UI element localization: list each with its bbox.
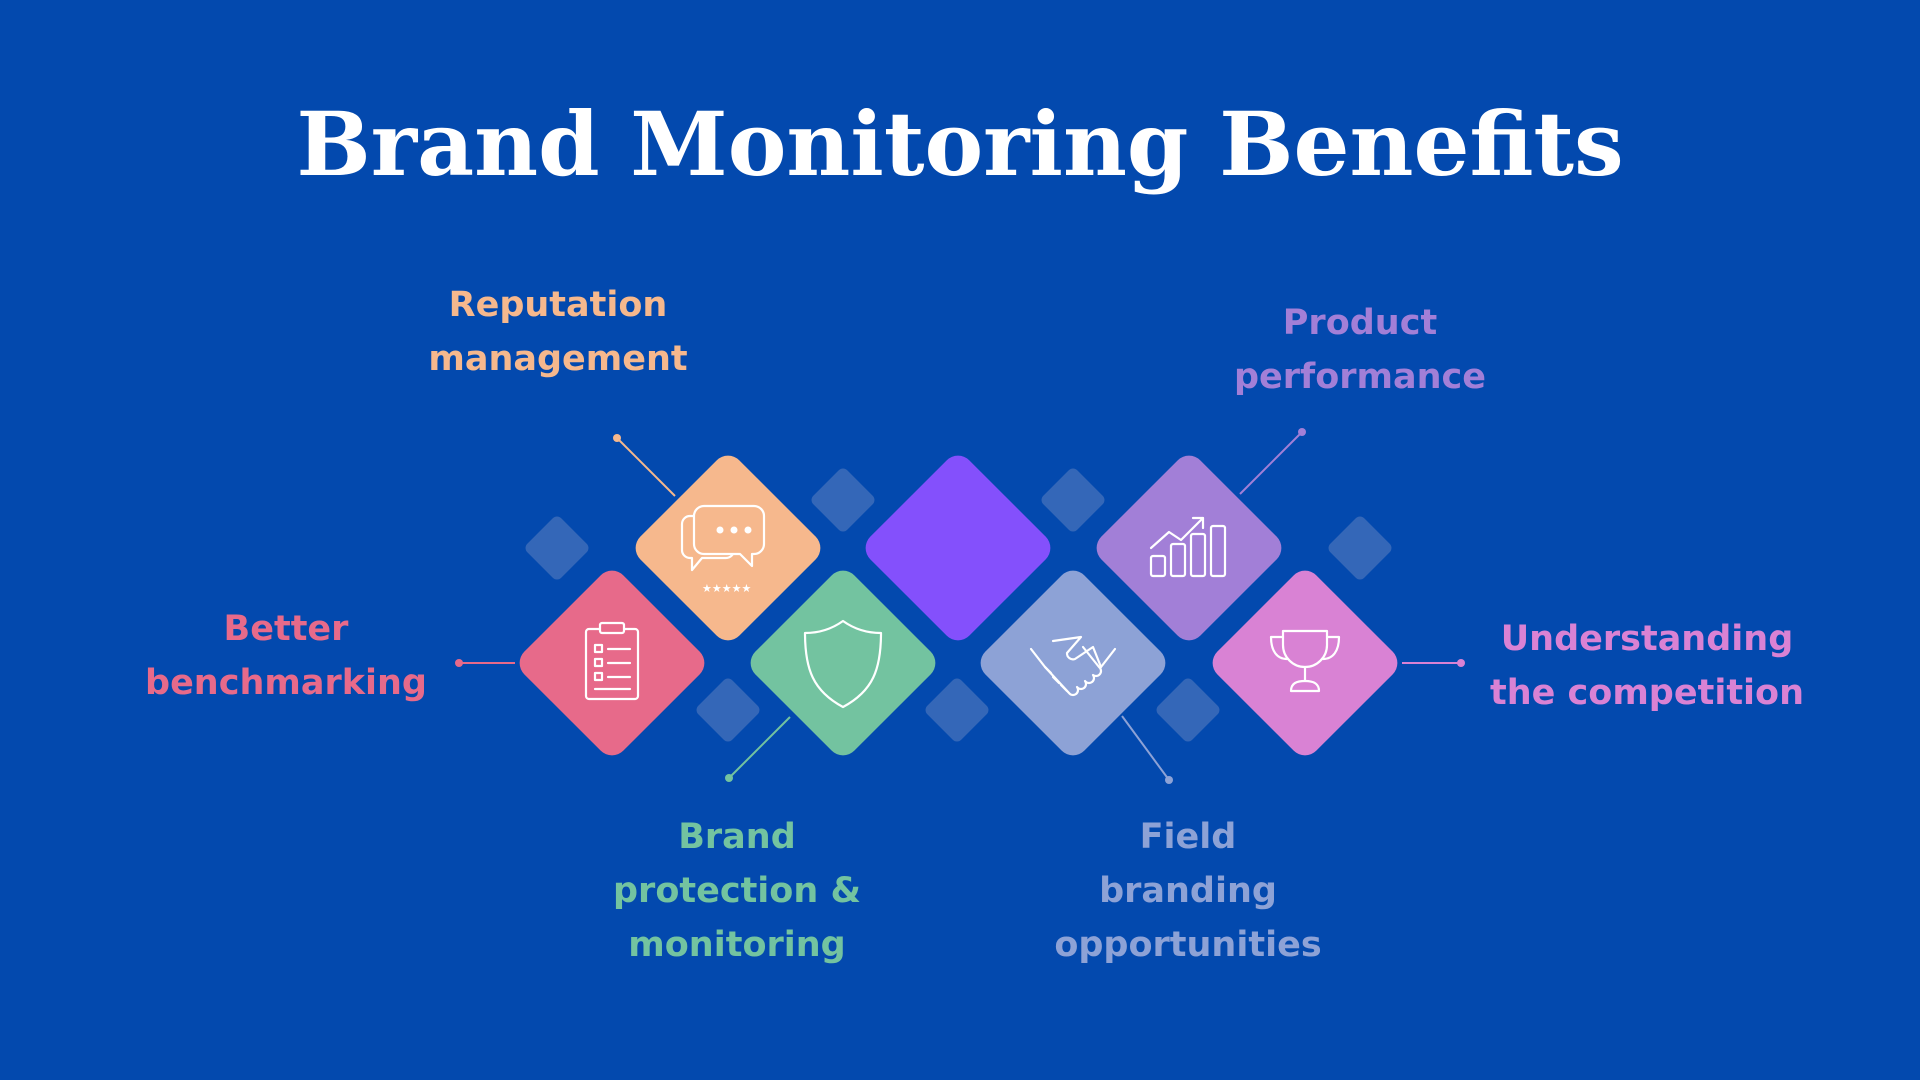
small-diamond xyxy=(1156,678,1220,742)
label-benchmarking: Better benchmarking xyxy=(136,602,436,710)
small-diamond xyxy=(925,678,989,742)
svg-text:★★★★★: ★★★★★ xyxy=(702,582,751,595)
label-line: the competition xyxy=(1489,673,1805,713)
connector-dot-competition xyxy=(1457,659,1465,667)
connector-product xyxy=(1239,431,1303,495)
handshake-icon xyxy=(1029,635,1117,697)
diamond-protection xyxy=(750,570,936,756)
label-line: Reputation xyxy=(448,285,668,325)
connector-field xyxy=(1121,715,1170,781)
label-line: opportunities xyxy=(1054,925,1322,965)
small-diamond xyxy=(1328,516,1392,580)
benefit-diamonds xyxy=(519,455,1398,756)
chat-bubbles-rating-icon: ★★★★★ xyxy=(680,504,766,595)
diamond-field xyxy=(980,570,1166,756)
label-product: Product performance xyxy=(1220,296,1500,404)
connector-dot-product xyxy=(1298,428,1306,436)
label-line: Brand xyxy=(678,817,796,857)
label-line: Field xyxy=(1139,817,1237,857)
label-line: Understanding xyxy=(1500,619,1794,659)
small-diamond xyxy=(811,468,875,532)
connector-reputation xyxy=(616,437,676,497)
diamond-center xyxy=(865,455,1051,641)
label-line: branding xyxy=(1099,871,1277,911)
small-diamond xyxy=(1041,468,1105,532)
label-line: performance xyxy=(1233,357,1487,397)
label-line: Product xyxy=(1282,303,1438,343)
connector-protection xyxy=(728,716,791,779)
connector-dot-reputation xyxy=(613,434,621,442)
clipboard-checklist-icon xyxy=(584,621,640,701)
label-reputation: Reputation management xyxy=(418,278,698,386)
label-line: monitoring xyxy=(628,925,846,965)
label-protection: Brand protection & monitoring xyxy=(587,810,887,972)
diamond-competition xyxy=(1212,570,1398,756)
label-field: Field branding opportunities xyxy=(1038,810,1338,972)
label-line: management xyxy=(428,339,688,379)
decorative-diamonds xyxy=(525,468,1392,742)
connector-lines xyxy=(455,428,1465,784)
trophy-icon xyxy=(1269,629,1341,693)
connector-dot-protection xyxy=(725,774,733,782)
shield-icon xyxy=(803,619,883,709)
diamond-product xyxy=(1096,455,1282,641)
small-diamond xyxy=(525,516,589,580)
growth-chart-icon xyxy=(1149,516,1227,578)
label-competition: Understanding the competition xyxy=(1477,612,1817,720)
page-title: Brand Monitoring Benefits xyxy=(296,92,1624,196)
connector-dot-field xyxy=(1165,776,1173,784)
label-line: protection & xyxy=(613,871,861,911)
label-line: benchmarking xyxy=(145,663,427,703)
label-line: Better xyxy=(223,609,349,649)
connector-dot-benchmarking xyxy=(455,659,463,667)
small-diamond xyxy=(696,678,760,742)
